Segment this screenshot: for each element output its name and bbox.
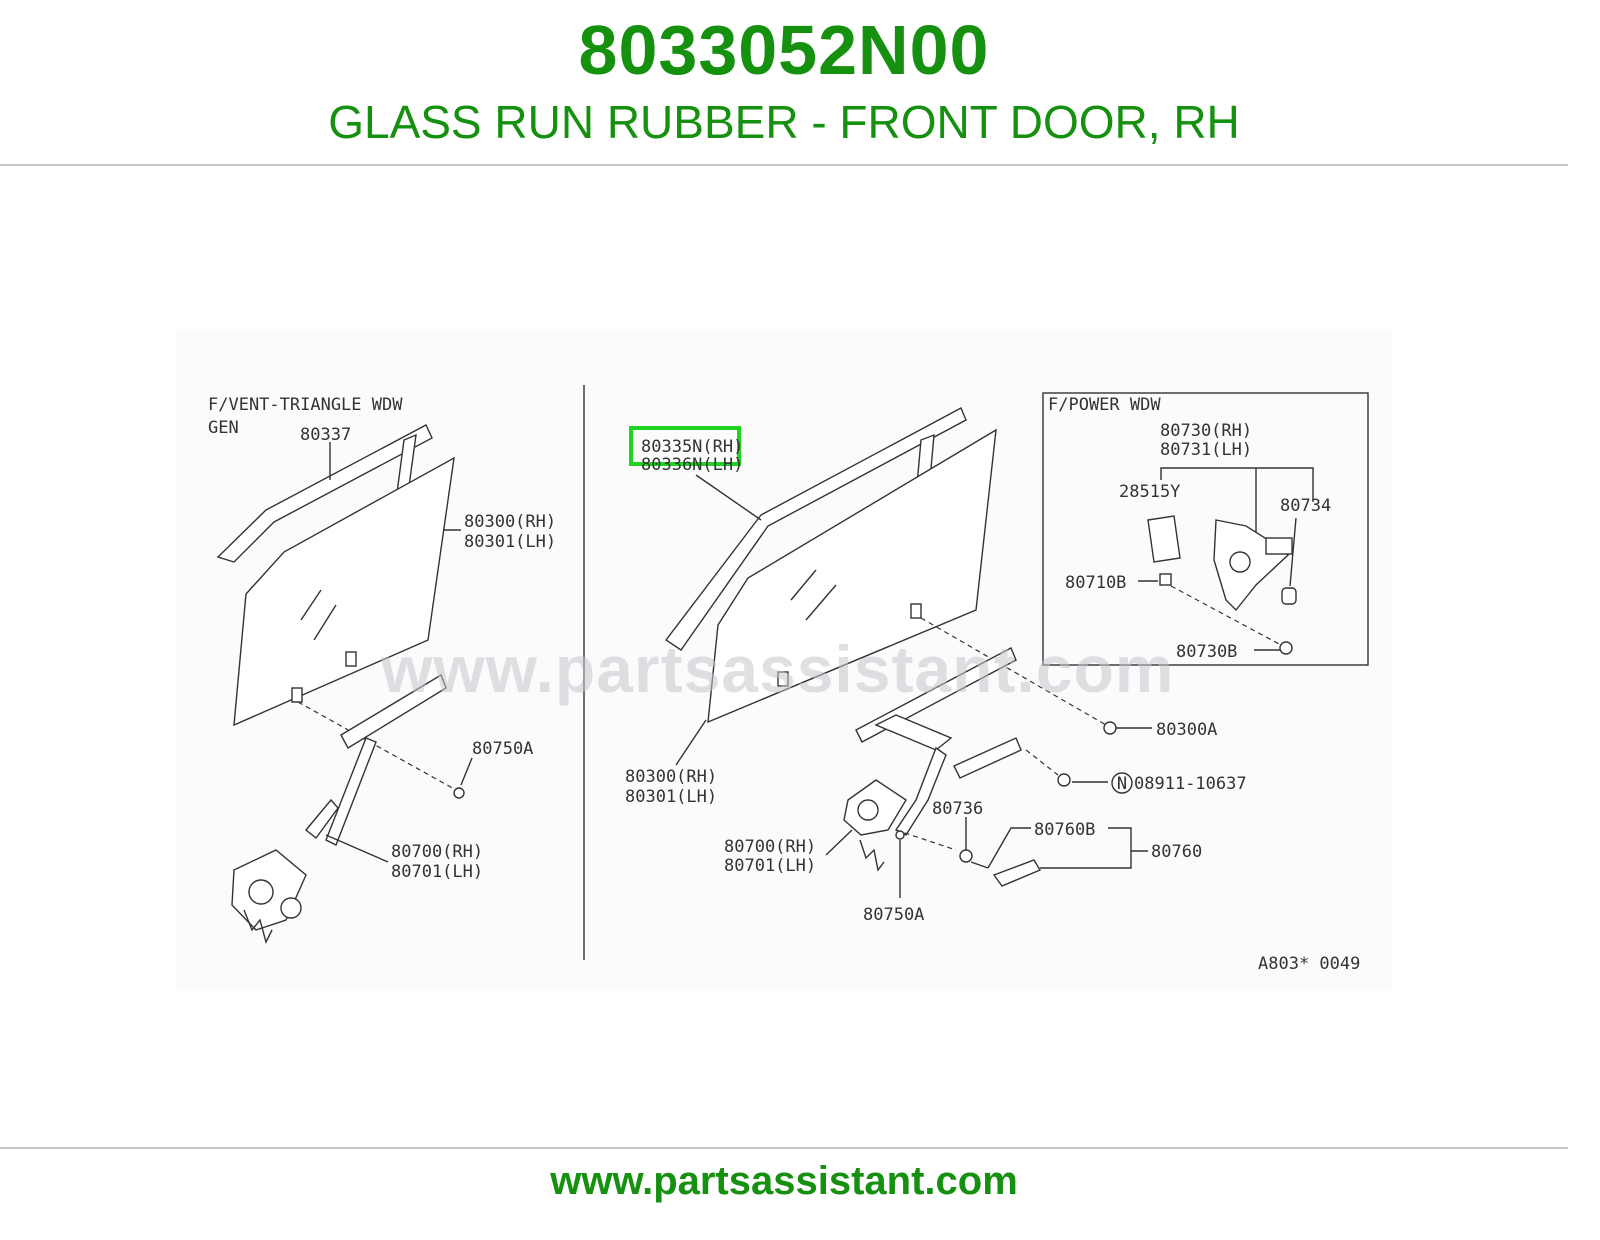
label-80700-rh: 80700(RH)	[391, 842, 483, 862]
label-80300-rh-middle: 80300(RH)	[625, 767, 717, 787]
parts-diagram-svg: F/VENT-TRIANGLE WDW GEN 80337 80300(RH) …	[176, 330, 1392, 990]
leader-line	[675, 719, 707, 766]
door-glass-80300-middle	[707, 428, 997, 724]
relay-28515y	[1147, 515, 1181, 563]
label-80750a: 80750A	[472, 739, 533, 759]
leader-line	[1289, 517, 1297, 587]
washer-80736	[959, 849, 973, 863]
leader-line	[460, 757, 473, 786]
clip-80760b	[970, 861, 989, 869]
glass-bracket	[345, 651, 357, 667]
label-80300-rh: 80300(RH)	[464, 512, 556, 532]
bolt-80300a	[1103, 721, 1117, 735]
figure-code: A803* 0049	[1258, 954, 1360, 974]
glass-reflection	[790, 569, 837, 621]
vent-frame-80337	[216, 424, 433, 563]
leader-line	[987, 827, 1031, 869]
n-marker-circle	[1111, 772, 1133, 794]
left-panel: F/VENT-TRIANGLE WDW GEN 80337 80300(RH) …	[208, 395, 556, 944]
leader-bracket	[1160, 467, 1314, 502]
sector-gear	[243, 909, 273, 944]
label-28515y: 28515Y	[1119, 482, 1180, 502]
part-number-title: 8033052N00	[578, 11, 990, 89]
leader-line	[825, 829, 853, 856]
label-80710b: 80710B	[1065, 573, 1126, 593]
n-marker: N	[1117, 774, 1127, 794]
power-window-title: F/POWER WDW	[1048, 395, 1161, 415]
power-window-box	[1042, 392, 1369, 666]
glass-bracket	[291, 687, 303, 703]
label-80730-rh: 80730(RH)	[1160, 421, 1252, 441]
label-80336n-lh: 80336N(LH)	[641, 455, 743, 475]
install-guide-line	[895, 829, 957, 851]
label-80730b: 80730B	[1176, 642, 1237, 662]
label-80750a-middle: 80750A	[863, 905, 924, 925]
door-glass-80300-left	[233, 456, 455, 727]
plug-80734	[1281, 587, 1297, 605]
label-80335n-rh: 80335N(RH)	[641, 437, 743, 457]
label-80337: 80337	[300, 425, 351, 445]
regulator-pulley	[280, 897, 302, 919]
bolt-80750a	[453, 787, 465, 799]
label-80701-lh: 80701(LH)	[391, 862, 483, 882]
right-panel: F/POWER WDW 80730(RH) 80731(LH) 28515Y 8…	[1042, 392, 1369, 666]
handle-80760	[992, 859, 1042, 887]
label-80700-rh-middle: 80700(RH)	[724, 837, 816, 857]
motor-housing	[1265, 537, 1293, 555]
label-80760b: 80760B	[1034, 820, 1095, 840]
motor-gear	[1229, 551, 1251, 573]
leader-line	[695, 474, 762, 521]
install-guide-line	[1170, 585, 1282, 646]
regulator-arm	[894, 746, 947, 836]
regulator-arm	[325, 737, 377, 846]
glass-bracket	[777, 671, 789, 687]
label-80301-lh-middle: 80301(LH)	[625, 787, 717, 807]
label-80701-lh-middle: 80701(LH)	[724, 856, 816, 876]
part-name-subtitle: GLASS RUN RUBBER - FRONT DOOR, RH	[328, 96, 1240, 148]
watermark: www.partsassistant.com	[380, 632, 1174, 706]
label-80736: 80736	[932, 799, 983, 819]
footer-divider	[0, 1147, 1568, 1149]
middle-panel: 80335N(RH) 80336N(LH) 80300(RH) 80301(LH…	[625, 407, 1247, 925]
regulator-rail-lower	[953, 737, 1022, 779]
regulator-rail	[340, 673, 447, 749]
label-80731-lh: 80731(LH)	[1160, 440, 1252, 460]
label-80760: 80760	[1151, 842, 1202, 862]
left-panel-subtitle: GEN	[208, 418, 239, 438]
parts-diagram: F/VENT-TRIANGLE WDW GEN 80337 80300(RH) …	[176, 330, 1392, 990]
label-80734: 80734	[1280, 496, 1331, 516]
bolt-80730b	[1279, 641, 1293, 655]
regulator-link	[874, 714, 953, 751]
glass-reflection	[300, 589, 337, 641]
glass-run-rubber-80335n	[664, 407, 967, 651]
left-panel-title: F/VENT-TRIANGLE WDW	[208, 395, 403, 415]
label-08911-10637: 08911-10637	[1134, 774, 1247, 794]
label-80301-lh: 80301(LH)	[464, 532, 556, 552]
clip-80710b	[1159, 573, 1172, 586]
leader-line	[325, 834, 389, 863]
part-highlight-box	[629, 426, 741, 466]
nut-08911-10637	[1057, 773, 1071, 787]
glass-bracket	[910, 603, 922, 619]
regulator-arm	[305, 798, 339, 840]
footer-url[interactable]: www.partsassistant.com	[550, 1159, 1018, 1203]
install-guide-line	[297, 701, 457, 791]
regulator-pulley	[248, 879, 274, 905]
install-guide-line	[1025, 749, 1059, 776]
sector-gear	[859, 839, 885, 872]
regulator-pulley	[857, 799, 879, 821]
label-80300a: 80300A	[1156, 720, 1217, 740]
header-divider	[0, 164, 1568, 166]
bolt-80750a-middle	[895, 830, 905, 840]
leader-line	[1040, 827, 1132, 869]
